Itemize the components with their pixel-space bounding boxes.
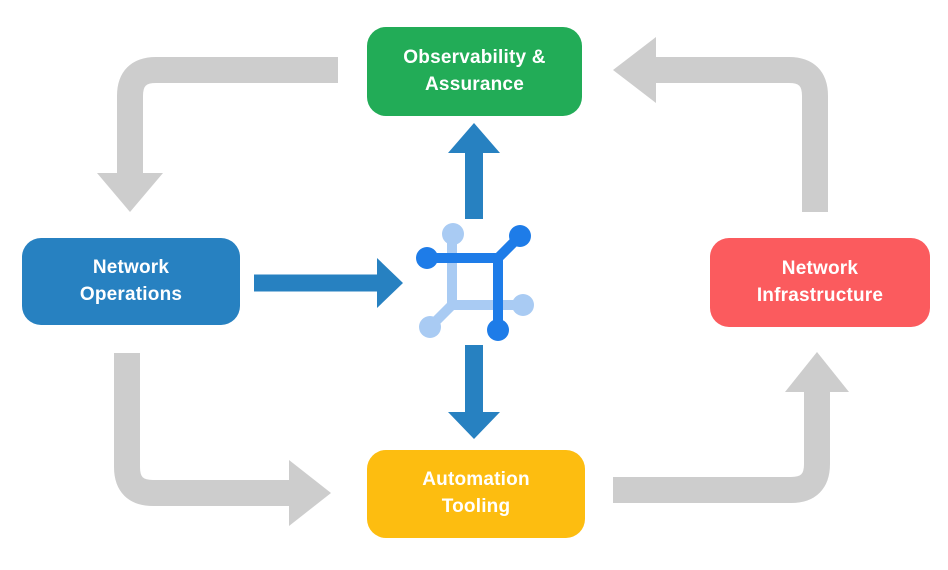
arrow-head (97, 173, 163, 212)
arrow-operations-to-automation (114, 353, 331, 526)
arrow-head (785, 352, 849, 392)
arrow-shaft (613, 392, 830, 503)
arrow-head (377, 258, 403, 308)
hub-node-right (512, 294, 534, 316)
arrow-shaft (117, 57, 338, 173)
arrow-head (289, 460, 331, 526)
node-label: Observability & Assurance (403, 46, 546, 95)
hub-node-bottom (487, 319, 509, 341)
arrow-hub-to-automation (448, 345, 500, 439)
node-network-operations: Network Operations (22, 238, 240, 325)
arrow-head (448, 412, 500, 439)
arrow-shaft (656, 57, 828, 212)
node-automation-tooling: Automation Tooling (367, 450, 585, 538)
arrow-shaft (114, 353, 289, 506)
hub-node-top (442, 223, 464, 245)
node-observability-assurance: Observability & Assurance (367, 27, 582, 116)
arrow-automation-to-infrastructure (613, 352, 849, 503)
node-network-infrastructure: Network Infrastructure (710, 238, 930, 327)
arrow-infrastructure-to-observability (613, 37, 828, 212)
arrow-head (613, 37, 656, 103)
arrow-operations-to-hub (254, 258, 403, 308)
arrow-head (448, 123, 500, 153)
arrow-observability-to-operations (97, 57, 338, 212)
hub-node-left (416, 247, 438, 269)
node-label: Automation Tooling (422, 469, 530, 517)
arrow-hub-to-observability (448, 123, 500, 219)
node-label: Network Infrastructure (756, 257, 884, 306)
network-hub-icon (416, 223, 534, 341)
hub-node-top-right (509, 225, 531, 247)
hub-node-bottom-left (419, 316, 441, 338)
node-label: Network Operations (79, 256, 183, 305)
